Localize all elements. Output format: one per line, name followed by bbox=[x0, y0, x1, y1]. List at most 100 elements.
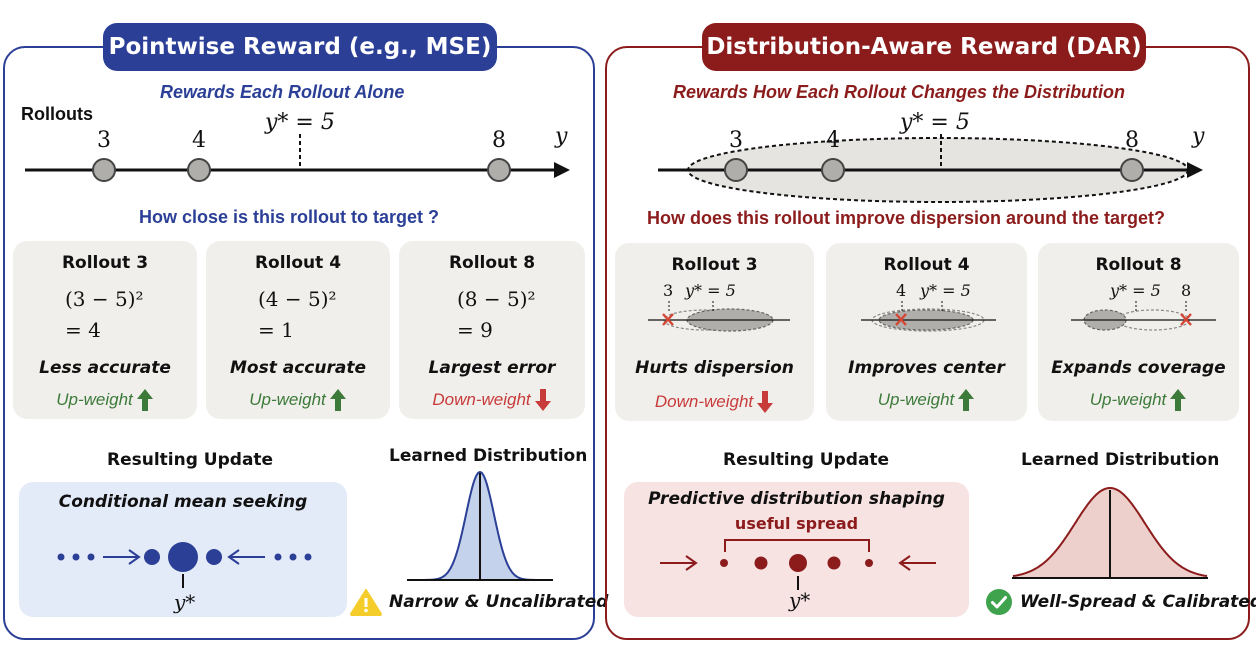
update-target-label: y* bbox=[174, 590, 196, 614]
verdict: Less accurate bbox=[39, 358, 171, 378]
weight: Up-weight bbox=[206, 388, 390, 412]
up-arrow-icon bbox=[136, 389, 153, 411]
dar-rollout-8-point bbox=[1120, 158, 1144, 182]
weight: Down-weight bbox=[399, 388, 585, 412]
target-label: y* = 5 bbox=[265, 110, 335, 135]
mini-rollout-value: 4 bbox=[896, 281, 907, 300]
rollout-4-tick: 4 bbox=[192, 128, 206, 153]
warning-icon bbox=[350, 589, 382, 616]
card-title: Rollout 3 bbox=[671, 255, 758, 275]
squared-error-value: = 9 bbox=[457, 318, 493, 342]
dar-subtitle: Rewards How Each Rollout Changes the Dis… bbox=[673, 82, 1126, 102]
update-target-label: y* bbox=[789, 588, 811, 612]
x-mark-icon bbox=[1180, 313, 1192, 326]
dar-rollout-8-card: Rollout 8 y* = 5 8 Expands coverage Up-w… bbox=[1038, 243, 1239, 421]
down-arrow-icon bbox=[757, 391, 774, 413]
dar-rollout-3-tick: 3 bbox=[729, 128, 743, 153]
dar-resulting-update-heading: Resulting Update bbox=[723, 450, 890, 470]
distribution-shaping-diagram bbox=[660, 539, 936, 590]
weight-label: Down-weight bbox=[654, 392, 754, 411]
up-arrow-icon bbox=[1170, 389, 1187, 411]
mini-target-label: y* = 5 bbox=[685, 281, 736, 300]
spread-label: useful spread bbox=[734, 514, 859, 533]
mini-rollout-value: 3 bbox=[663, 281, 674, 300]
x-mark-icon bbox=[895, 313, 907, 326]
squared-error-formula: (3 − 5)² bbox=[65, 287, 144, 311]
mini-dispersion-diagram bbox=[648, 301, 790, 332]
check-circle-icon bbox=[986, 589, 1012, 615]
up-arrow-icon bbox=[958, 389, 975, 411]
rollout-8-card: Rollout 8 (8 − 5)² = 9 Largest error Dow… bbox=[399, 241, 585, 419]
mini-rollout-value: 8 bbox=[1181, 281, 1192, 300]
dar-axis-y-label: y bbox=[1192, 124, 1205, 149]
dar-question: How does this rollout improve dispersion… bbox=[647, 208, 1166, 228]
dar-rollout-4-card: Rollout 4 4 y* = 5 Improves center Up-we… bbox=[826, 243, 1027, 421]
squared-error-value: = 1 bbox=[258, 318, 294, 342]
calibrated-status: Well-Spread & Calibrated bbox=[985, 588, 1256, 616]
card-title: Rollout 8 bbox=[1095, 255, 1182, 275]
pointwise-axis bbox=[25, 134, 570, 182]
card-title: Rollout 3 bbox=[61, 253, 149, 273]
learned-distribution-heading: Learned Distribution bbox=[389, 446, 588, 466]
distribution-shaping-box: Predictive distribution shaping useful s… bbox=[624, 482, 969, 617]
weight-label: Up-weight bbox=[1089, 390, 1167, 409]
dar-title: Distribution-Aware Reward (DAR) bbox=[702, 23, 1146, 71]
card-title: Rollout 8 bbox=[448, 253, 536, 273]
status-text: Narrow & Uncalibrated bbox=[389, 592, 609, 612]
mini-dispersion-diagram bbox=[861, 301, 996, 332]
rollout-3-tick: 3 bbox=[97, 128, 111, 153]
weight-label: Up-weight bbox=[56, 390, 133, 409]
card-title: Rollout 4 bbox=[254, 253, 342, 273]
weight-label: Up-weight bbox=[877, 390, 955, 409]
weight: Up-weight bbox=[1038, 388, 1239, 412]
wide-distribution bbox=[1012, 487, 1208, 579]
rollout-3-card: Rollout 3 (3 − 5)² = 4 Less accurate Up-… bbox=[13, 241, 197, 419]
card-title: Rollout 4 bbox=[883, 255, 970, 275]
mini-target-label: y* = 5 bbox=[920, 281, 971, 300]
narrow-distribution bbox=[407, 470, 553, 581]
weight-label: Up-weight bbox=[249, 390, 326, 409]
dar-learned-distribution-heading: Learned Distribution bbox=[1021, 450, 1220, 470]
verdict: Hurts dispersion bbox=[635, 358, 794, 378]
dar-rollout-4-tick: 4 bbox=[826, 128, 840, 153]
pointwise-title: Pointwise Reward (e.g., MSE) bbox=[103, 23, 497, 71]
down-arrow-icon bbox=[534, 389, 551, 411]
up-arrow-icon bbox=[329, 389, 346, 411]
dar-target-label: y* = 5 bbox=[900, 110, 970, 135]
weight: Down-weight bbox=[615, 390, 814, 414]
narrow-status: Narrow & Uncalibrated bbox=[350, 588, 608, 616]
squared-error-value: = 4 bbox=[65, 318, 101, 342]
dar-rollout-3-point bbox=[724, 158, 748, 182]
mini-target-label: y* = 5 bbox=[1110, 281, 1161, 300]
pointwise-question: How close is this rollout to target ? bbox=[139, 207, 440, 227]
dar-rollout-8-tick: 8 bbox=[1125, 128, 1139, 153]
verdict: Improves center bbox=[848, 358, 1005, 378]
rollouts-label: Rollouts bbox=[21, 104, 93, 124]
squared-error-formula: (4 − 5)² bbox=[258, 287, 337, 311]
dar-rollout-3-card: Rollout 3 3 y* = 5 Hurts dispersion Down… bbox=[615, 243, 814, 421]
verdict: Expands coverage bbox=[1051, 358, 1226, 378]
mean-seeking-diagram bbox=[57, 542, 312, 588]
axis-y-label: y bbox=[555, 124, 568, 149]
mini-dispersion-diagram bbox=[1071, 301, 1216, 331]
verdict: Largest error bbox=[428, 358, 556, 378]
dar-axis bbox=[658, 134, 1203, 203]
rollout-4-card: Rollout 4 (4 − 5)² = 1 Most accurate Up-… bbox=[206, 241, 390, 419]
mean-seeking-box: Conditional mean seeking y* bbox=[19, 482, 347, 617]
rollout-8-tick: 8 bbox=[492, 128, 506, 153]
resulting-update-heading: Resulting Update bbox=[107, 450, 274, 470]
update-title: Predictive distribution shaping bbox=[648, 489, 945, 509]
weight: Up-weight bbox=[826, 388, 1027, 412]
verdict: Most accurate bbox=[230, 358, 366, 378]
x-mark-icon bbox=[662, 313, 674, 326]
dar-rollout-4-point bbox=[821, 158, 845, 182]
pointwise-subtitle: Rewards Each Rollout Alone bbox=[160, 82, 405, 102]
squared-error-formula: (8 − 5)² bbox=[457, 287, 536, 311]
rollout-3-point bbox=[92, 158, 116, 182]
rollout-8-point bbox=[487, 158, 511, 182]
weight-label: Down-weight bbox=[432, 390, 531, 409]
weight: Up-weight bbox=[13, 388, 197, 412]
rollout-4-point bbox=[187, 158, 211, 182]
update-title: Conditional mean seeking bbox=[58, 492, 308, 512]
status-text: Well-Spread & Calibrated bbox=[1020, 592, 1256, 612]
